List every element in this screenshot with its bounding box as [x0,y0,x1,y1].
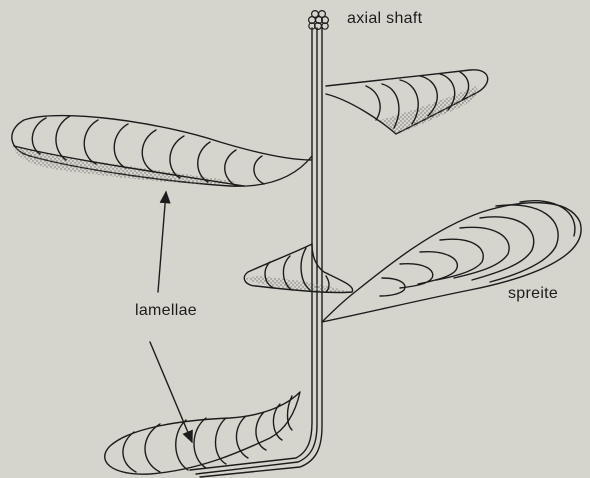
axial-shaft [190,28,322,477]
lamellae-arrow-upper [158,192,166,292]
upper-right-lobe [326,70,488,134]
middle-small-lobe [244,244,353,293]
bottom-curved-lobe [105,392,300,474]
label-spreite: spreite [508,285,558,303]
left-long-lobe [12,116,312,187]
label-lamellae: lamellae [135,302,197,320]
label-axial-shaft: axial shaft [347,10,422,28]
right-large-lobe [322,201,581,322]
shaft-top-knob [309,11,329,30]
